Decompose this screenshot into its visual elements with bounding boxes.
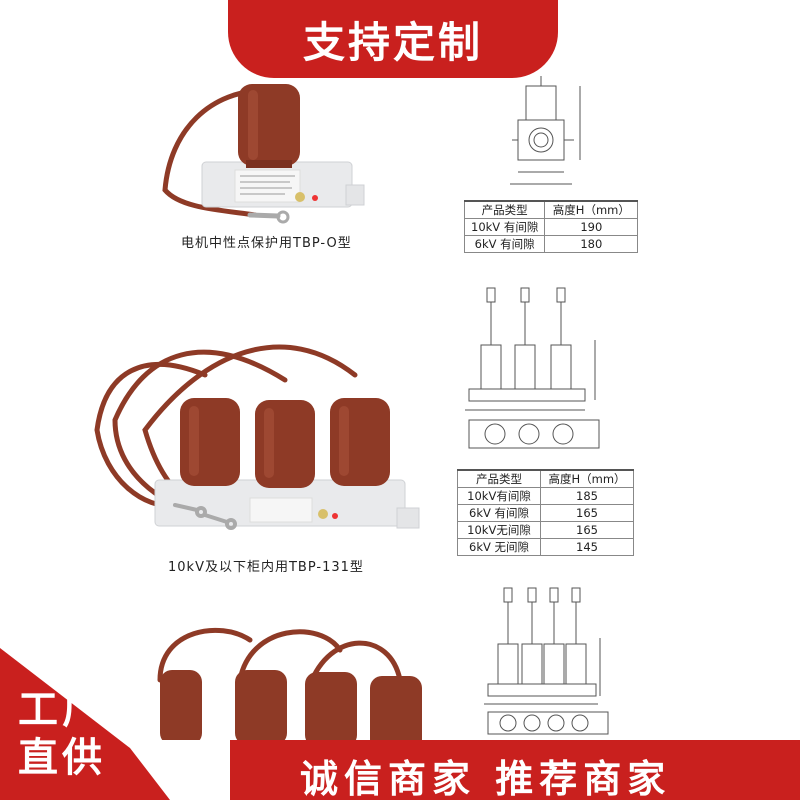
table-cell: 10kV 有间隙 [463,218,546,236]
table-row: 10kV无间隙 165 [457,521,634,539]
top-banner: 支持定制 [228,0,558,78]
table-cell: 10kV无间隙 [457,521,541,539]
table-cell: 165 [540,521,634,539]
table-header-cell: 产品类型 [463,200,546,219]
table-cell: 165 [540,504,634,522]
technical-drawing-partial [484,587,609,735]
table-cell: 6kV 无间隙 [457,538,541,556]
banner-title: 支持定制 [302,17,483,67]
table-header-row: 产品类型 高度H（mm） [457,469,634,488]
bottom-bar-text: 诚信商家 推荐商家 [300,757,672,801]
technical-drawing-tbp-131 [465,287,600,449]
table-header-row: 产品类型 高度H（mm） [463,200,639,219]
table-row: 6kV 有间隙 165 [457,504,634,522]
table-row: 10kV有间隙 185 [457,487,634,505]
table-row: 6kV 无间隙 145 [457,538,634,556]
table-row: 6kV 有间隙 180 [463,235,639,253]
table-cell: 6kV 有间隙 [457,504,541,522]
spec-table-tbp-o: 产品类型 高度H（mm） 10kV 有间隙 190 6kV 有间隙 180 [463,200,639,253]
table-header-cell: 高度H（mm） [540,469,634,488]
corner-badge-text: 工厂 直供 [18,686,106,782]
product-caption: 10kV及以下柜内用TBP-131型 [168,560,364,575]
spec-table-tbp-131: 产品类型 高度H（mm） 10kV有间隙 185 6kV 有间隙 165 10k… [457,469,634,556]
table-cell: 185 [540,487,634,505]
table-row: 10kV 有间隙 190 [463,218,639,236]
table-cell: 10kV有间隙 [457,487,541,505]
product-photo-tbp-o [162,84,365,224]
table-header-cell: 高度H（mm） [544,200,639,219]
bottom-bar [230,740,800,800]
corner-badge-line2: 直供 [18,735,106,781]
corner-badge-line1: 工厂 [18,687,106,733]
product-caption: 电机中性点保护用TBP-O型 [181,236,352,251]
table-cell: 145 [540,538,634,556]
table-cell: 180 [544,235,639,253]
product-photo-partial [157,627,422,740]
technical-drawing-tbp-o [510,76,581,185]
corner-badge [0,648,170,800]
product-photo-tbp-131 [94,344,420,530]
table-cell: 190 [544,218,639,236]
table-cell: 6kV 有间隙 [463,235,546,253]
table-header-cell: 产品类型 [457,469,541,488]
